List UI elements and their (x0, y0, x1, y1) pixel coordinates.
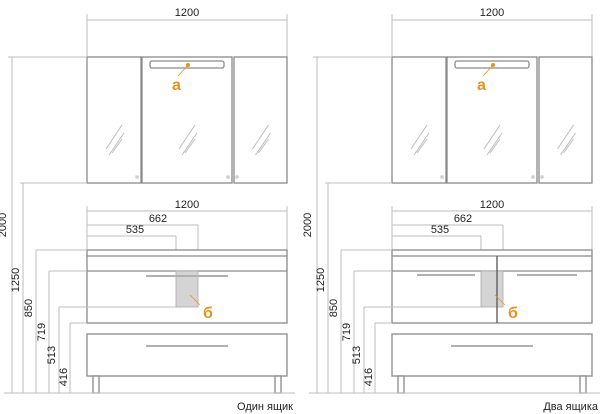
knob (226, 175, 230, 179)
leader-line (189, 294, 201, 306)
dimension-bottom-width: 1200 (175, 199, 199, 211)
label-b: б (203, 305, 213, 322)
caption: Два ящика (543, 401, 599, 413)
knob (135, 175, 139, 179)
glass-reflection-icon (178, 124, 198, 156)
glass-reflection-icon (410, 124, 430, 156)
glass-reflection-icon (105, 124, 125, 156)
lower-drawer (86, 333, 288, 377)
mirror-door (86, 56, 142, 184)
dimension-bottom-width: 1200 (480, 199, 504, 211)
mirror-door (538, 56, 593, 184)
glass-reflection-icon (252, 124, 271, 156)
mirror-door (233, 56, 288, 184)
dimension-719: 719 (36, 323, 48, 341)
dimension-2000: 2000 (302, 213, 314, 237)
dimension-535: 535 (126, 224, 144, 236)
dimension-662: 662 (454, 213, 472, 225)
label-a: а (477, 77, 486, 94)
dimension-416: 416 (363, 368, 375, 386)
lower-drawer (391, 333, 593, 377)
dimension-850: 850 (328, 299, 340, 317)
dimension-2000: 2000 (0, 213, 9, 237)
dimension-662: 662 (149, 213, 167, 225)
leg (274, 375, 282, 394)
knob (440, 175, 444, 179)
dimension-416: 416 (58, 368, 70, 386)
marker-dot (491, 63, 495, 67)
dimension-top-width: 1200 (480, 7, 504, 19)
dimension-513: 513 (351, 346, 363, 364)
leg (92, 375, 100, 394)
marker-dot (186, 63, 190, 67)
leg (397, 375, 405, 394)
dimension-719: 719 (341, 323, 353, 341)
dimension-top-width: 1200 (175, 7, 199, 19)
knob (235, 175, 239, 179)
glass-reflection-icon (557, 124, 576, 156)
knob (531, 175, 535, 179)
label-b: б (508, 305, 518, 322)
leader-line (482, 64, 494, 77)
mirror-door (141, 56, 233, 184)
dimension-513: 513 (46, 346, 58, 364)
label-a: а (172, 77, 181, 94)
siphon-area (480, 270, 504, 308)
dimension-850: 850 (23, 299, 35, 317)
leader-line (177, 64, 189, 77)
dimension-1250: 1250 (10, 268, 22, 292)
glass-reflection-icon (483, 124, 503, 156)
caption: Один ящик (237, 401, 293, 413)
mirror-door (446, 56, 538, 184)
mirror-door (391, 56, 447, 184)
leader-line (494, 294, 506, 306)
leg (579, 375, 587, 394)
knob (540, 175, 544, 179)
dimension-1250: 1250 (315, 268, 327, 292)
dimension-535: 535 (431, 224, 449, 236)
